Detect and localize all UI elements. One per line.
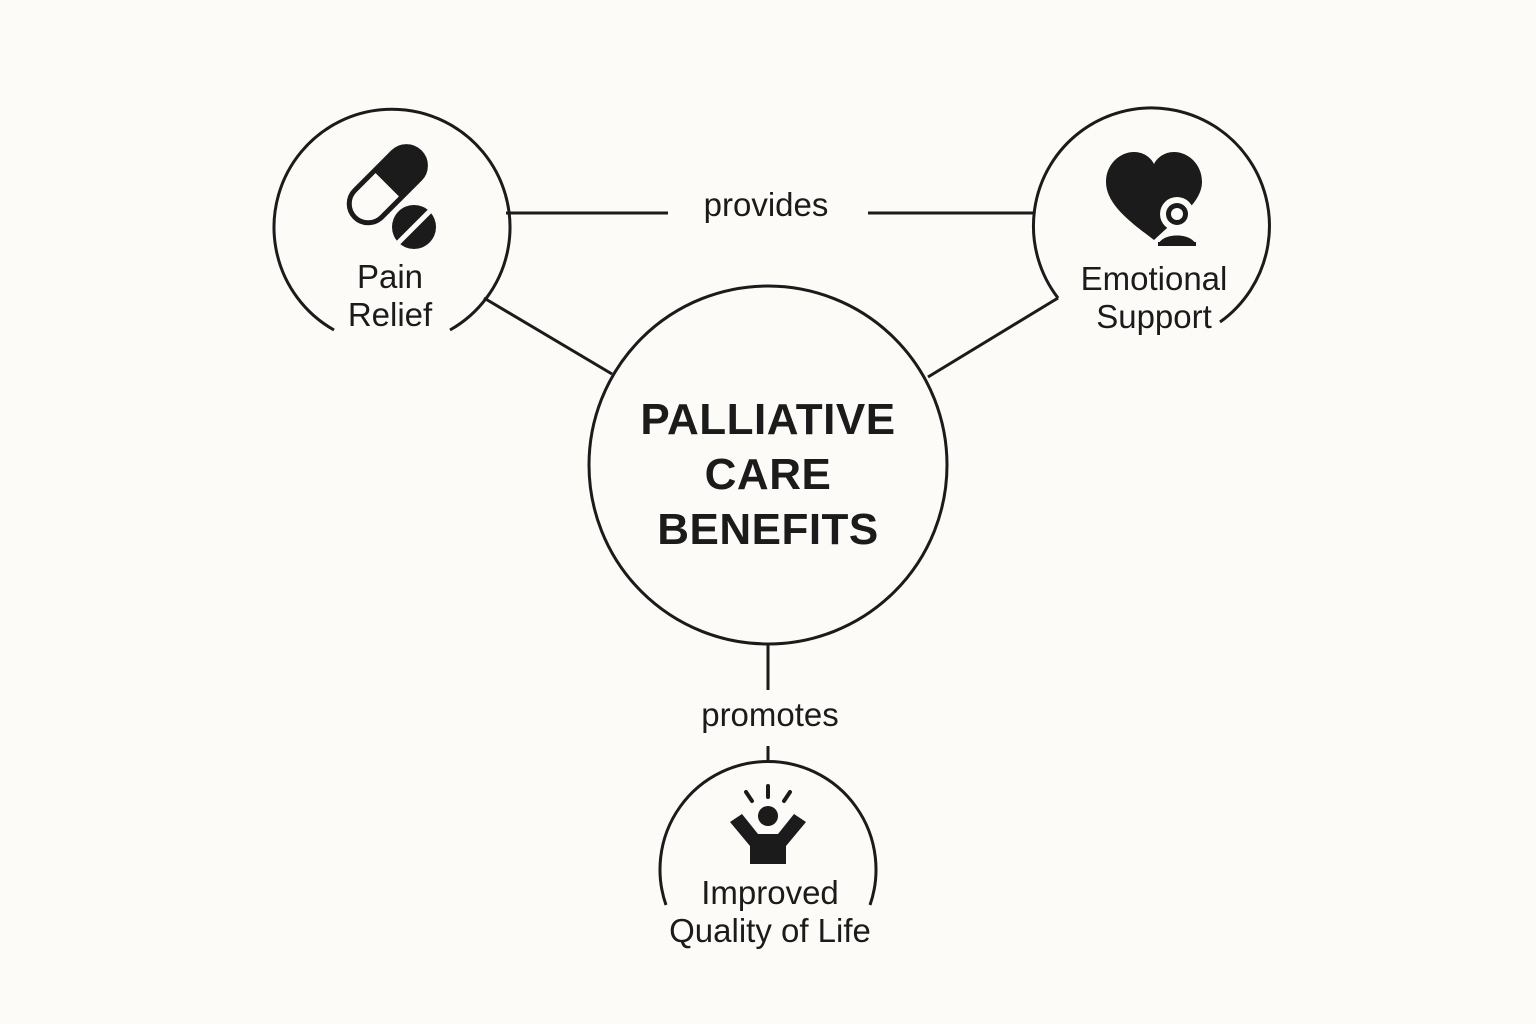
center-title-line-1: PALLIATIVE — [640, 395, 896, 444]
center-node-title: PALLIATIVE CARE BENEFITS — [640, 392, 895, 557]
quality-of-life-label-line-1: Improved — [701, 874, 839, 911]
emotional-support-label-line-1: Emotional — [1080, 260, 1228, 297]
heart-person-icon — [1106, 152, 1202, 246]
quality-of-life-node-arc — [658, 760, 878, 906]
center-title-line-2: CARE — [704, 450, 832, 499]
pain-relief-label-line-2: Relief — [347, 295, 433, 333]
edge-label-provides: provides — [695, 186, 837, 224]
quality-of-life-node-label: Improved Quality of Life — [669, 874, 871, 950]
center-node-circle — [587, 284, 949, 646]
emotional-support-node-label: Emotional Support — [1081, 260, 1228, 336]
raised-arms-person-icon — [730, 784, 806, 864]
edge-label-promotes: promotes — [693, 696, 847, 734]
quality-of-life-label-line-2: Quality of Life — [669, 911, 871, 949]
edge-center-to-emotional — [927, 296, 1059, 379]
edge-center-to-pain — [483, 296, 613, 376]
center-title-line-3: BENEFITS — [657, 505, 879, 554]
emotional-support-label-line-2: Support — [1096, 297, 1212, 335]
pain-relief-node-label: Pain Relief — [348, 258, 432, 334]
pain-relief-node-arc — [272, 107, 512, 332]
pill-capsule-icon — [346, 144, 436, 249]
pain-relief-label-line-1: Pain — [356, 258, 424, 295]
emotional-support-node-arc — [1032, 106, 1271, 324]
